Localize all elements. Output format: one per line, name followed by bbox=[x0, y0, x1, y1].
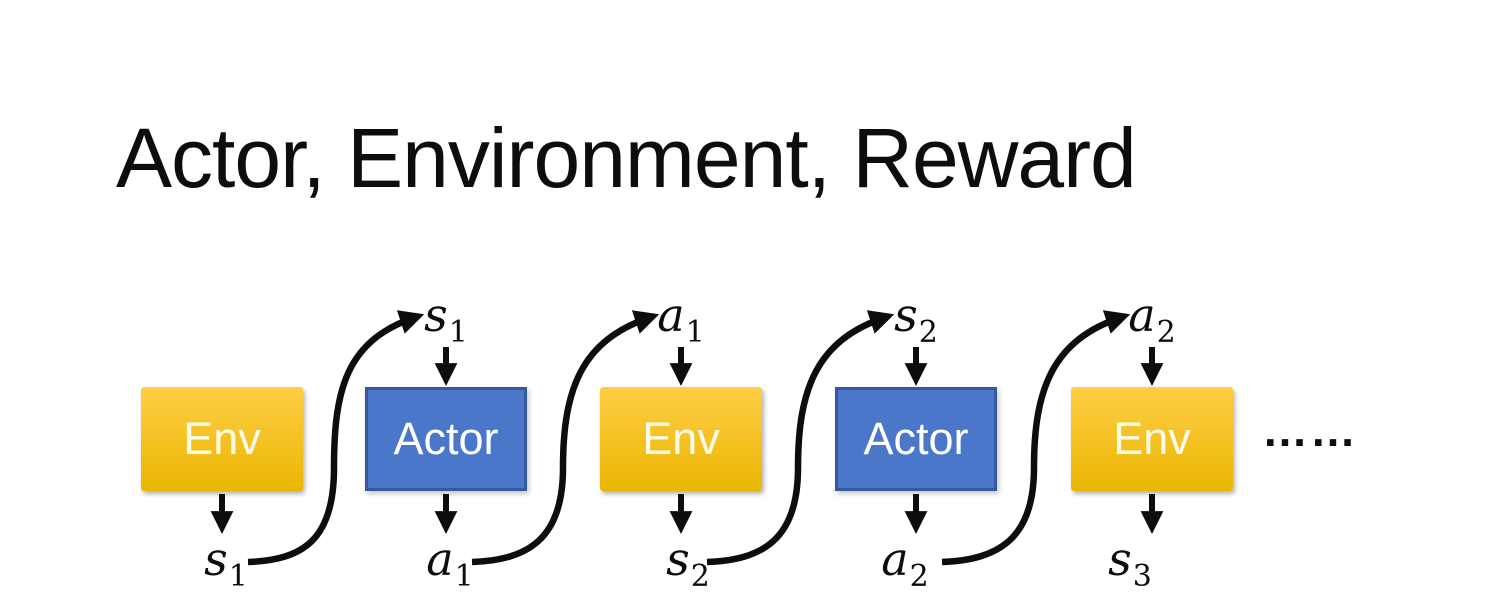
continuation-ellipsis: …… bbox=[1262, 404, 1358, 456]
actor-box-2: Actor bbox=[835, 387, 997, 491]
label-a2-top: a2 bbox=[1128, 288, 1176, 350]
actor-box-2-label: Actor bbox=[863, 413, 969, 464]
actor-box-1-label: Actor bbox=[393, 413, 499, 464]
env-box-3-label: Env bbox=[1113, 413, 1191, 464]
label-s1-top: s1 bbox=[424, 288, 468, 350]
label-a1-bottom: a1 bbox=[426, 532, 474, 594]
env-box-3: Env bbox=[1071, 387, 1233, 491]
label-s2-top: s2 bbox=[894, 288, 938, 350]
label-s3-bottom: s3 bbox=[1108, 532, 1152, 594]
slide-title: Actor, Environment, Reward bbox=[116, 111, 1137, 205]
env-box-2-label: Env bbox=[642, 413, 720, 464]
actor-box-1: Actor bbox=[365, 387, 527, 491]
env-box-2: Env bbox=[600, 387, 762, 491]
label-a2-bottom: a2 bbox=[881, 532, 929, 594]
label-a1-top: a1 bbox=[657, 288, 705, 350]
label-s2-bottom: s2 bbox=[666, 532, 710, 594]
env-box-1: Env bbox=[141, 387, 303, 491]
env-box-1-label: Env bbox=[183, 413, 261, 464]
label-s1-bottom: s1 bbox=[204, 532, 248, 594]
